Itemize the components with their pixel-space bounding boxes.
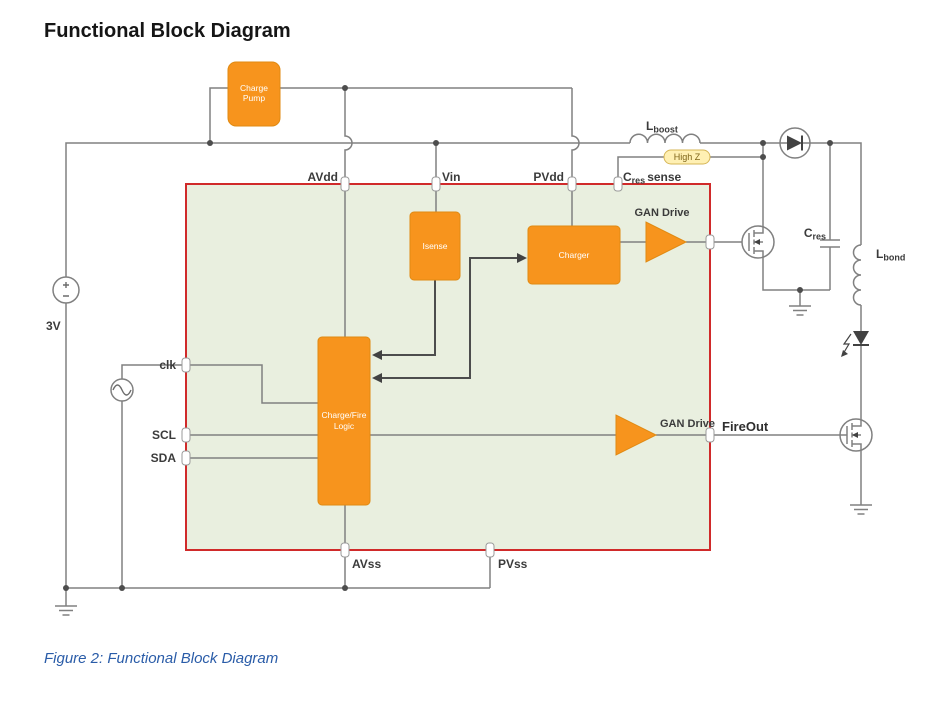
battery-3v-icon <box>52 276 80 304</box>
wires <box>65 87 862 606</box>
pin-sda <box>181 450 191 466</box>
isense-box <box>409 211 461 281</box>
label-sda: SDA <box>151 451 177 465</box>
arrowhead-icon <box>372 350 382 360</box>
charge-pump-label-1: Charge <box>240 83 268 93</box>
gan-driver-top-icon <box>645 221 688 263</box>
junction-dot <box>760 140 766 146</box>
pin-gan-drive-top <box>705 234 715 250</box>
pin-fireout <box>705 427 715 443</box>
junction-dot <box>342 85 348 91</box>
junction-dot <box>342 585 348 591</box>
junction-dot <box>760 154 766 160</box>
label-vin: Vin <box>442 170 460 184</box>
wire-avdd-branch <box>344 88 353 177</box>
wire-cres-sense <box>617 156 763 177</box>
wire-charge-pump-input <box>209 87 228 143</box>
wire-diode-to-lbond <box>810 142 862 245</box>
high-z-label: High Z <box>674 152 701 162</box>
wire-pvdd-branch <box>571 88 580 177</box>
signal-arrows <box>372 253 527 383</box>
isense-label: Isense <box>422 241 447 251</box>
junction-dot <box>63 585 69 591</box>
charge-pump-label-2: Pump <box>243 93 265 103</box>
charge-pump-box <box>227 61 281 127</box>
pin-avdd <box>340 176 350 192</box>
charge-pump-block: Charge Pump <box>227 61 281 127</box>
junction-dot <box>207 140 213 146</box>
pin-avss <box>340 542 350 558</box>
mosfet-boost-icon <box>741 225 775 259</box>
label-gan-drive-bottom: GAN Drive <box>660 418 715 430</box>
junction-dot <box>797 287 803 293</box>
wire-clk-internal <box>190 364 318 404</box>
label-avdd: AVdd <box>308 170 338 184</box>
charger-block: Charger <box>527 225 621 285</box>
charge-fire-logic-box <box>317 336 371 506</box>
pin-cres-sense <box>613 176 623 192</box>
diode-icon <box>779 127 811 159</box>
junction-dot <box>119 585 125 591</box>
logic-label-1: Charge/Fire <box>322 410 367 420</box>
label-scl: SCL <box>152 428 176 442</box>
pin-vin <box>431 176 441 192</box>
wire-boost-ground-net <box>762 247 831 306</box>
label-cres: Cres <box>804 226 826 242</box>
junction-dot <box>433 140 439 146</box>
clock-source-icon <box>110 378 134 402</box>
high-z-badge: High Z <box>663 149 711 165</box>
figure-caption: Figure 2: Functional Block Diagram <box>44 650 279 667</box>
label-3v: 3V <box>46 319 61 333</box>
ground-icon <box>789 305 811 316</box>
isense-block: Isense <box>409 211 461 281</box>
label-fireout: FireOut <box>722 419 769 434</box>
junction-dots <box>63 85 833 591</box>
wire-supply-rail <box>65 142 630 277</box>
pin-pvdd <box>567 176 577 192</box>
signal-logic-charger <box>382 257 517 379</box>
label-pvdd: PVdd <box>533 170 564 184</box>
charger-box <box>527 225 621 285</box>
chip-boundary <box>185 183 711 551</box>
junction-dot <box>827 140 833 146</box>
capacitor-cres-icon <box>820 239 840 248</box>
pin-scl <box>181 427 191 443</box>
page-title: Functional Block Diagram <box>44 20 291 42</box>
pin-pvss <box>485 542 495 558</box>
pins <box>181 176 715 558</box>
high-z-pill <box>663 149 711 165</box>
label-lbond: Lbond <box>876 247 905 263</box>
gan-driver-bottom-icon <box>615 414 658 456</box>
pin-clk <box>181 357 191 373</box>
logic-label-2: Logic <box>334 421 355 431</box>
label-pvss: PVss <box>498 557 528 571</box>
mosfet-fire-icon <box>826 418 873 452</box>
ground-icon <box>850 504 872 515</box>
ground-icon <box>55 605 77 616</box>
wire-ground-rail <box>65 303 490 606</box>
label-clk: clk <box>159 358 176 372</box>
flash-lamp-icon <box>841 331 869 357</box>
arrowhead-icon <box>372 373 382 383</box>
arrowhead-icon <box>517 253 527 263</box>
inductor-lboost-icon <box>629 133 701 144</box>
wire-clock-to-clk <box>121 364 182 379</box>
signal-isense-to-logic <box>382 280 436 356</box>
label-avss: AVss <box>352 557 381 571</box>
charger-label: Charger <box>559 250 590 260</box>
label-gan-drive-top: GAN Drive <box>634 207 689 219</box>
label-lboost: Lboost <box>646 119 678 135</box>
inductor-lbond-icon <box>852 244 862 306</box>
charge-fire-logic-block: Charge/Fire Logic <box>317 336 371 506</box>
